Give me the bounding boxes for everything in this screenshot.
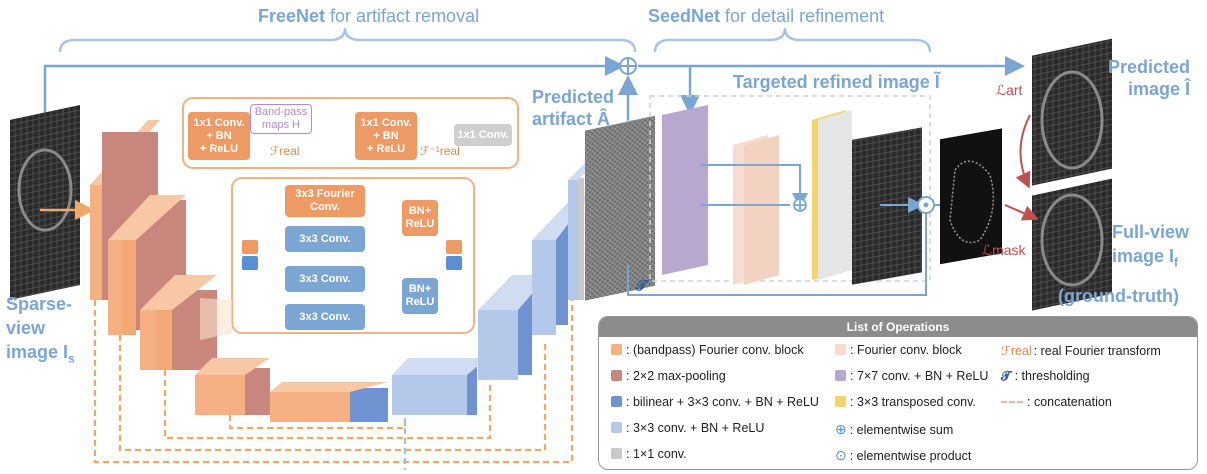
legend-sum: ⊕: elementwise sum: [835, 421, 954, 437]
predicted-artifact-label: Predicted artifact Â: [532, 87, 615, 129]
bn-relu-b: BN+ReLU: [402, 278, 438, 314]
loss-art-label: ℒart: [996, 82, 1023, 98]
sparse-view-label: Sparse- view image Is: [6, 294, 75, 366]
legend-conv7: : 7×7 conv. + BN + ReLU: [835, 369, 988, 383]
conv3x3-c: 3x3 Conv.: [285, 304, 365, 330]
conv1x1-bn-relu-2: 1x1 Conv.+ BN+ ReLU: [355, 112, 417, 160]
sum-icon: ⊕: [835, 421, 847, 437]
conv3x3-b: 3x3 Conv.: [285, 266, 365, 292]
full-view-image: [1032, 178, 1112, 311]
decoder-level-4: [392, 358, 487, 415]
predicted-image: [1032, 38, 1112, 186]
decoder-level-3: [478, 275, 548, 380]
conv1x1-3: 1x1 Conv.: [454, 124, 512, 146]
loss-mask-arrow: [1004, 204, 1039, 221]
full-view-label: Full-view image If: [1112, 222, 1190, 270]
conv3x3-a: 3x3 Conv.: [285, 226, 365, 252]
split-node: [242, 240, 258, 272]
legend-fourier-block: : Fourier conv. block: [835, 343, 962, 357]
threshold-symbol: 𝓣: [636, 277, 647, 293]
legend-conv1: : 1×1 conv.: [611, 447, 687, 461]
bn-relu-a: BN+ReLU: [402, 200, 438, 236]
encoder-level-4: [195, 358, 270, 415]
f-real-label: ℱreal: [270, 144, 300, 158]
predicted-artifact-image: [585, 115, 655, 301]
seednet-conv7-block: [662, 105, 708, 275]
predicted-image-label: Predicted image Î: [1108, 57, 1191, 99]
legend-threshold: 𝓣: thresholding: [1001, 369, 1090, 383]
dashed-arrow-icon: [1001, 401, 1023, 403]
freenet-title: FreeNet for artifact removal: [258, 6, 480, 26]
loss-art-arrow: [1015, 114, 1031, 189]
skip-connections: [93, 300, 574, 470]
loss-mask-label: ℒmask: [982, 242, 1026, 258]
legend-transposed: : 3×3 transposed conv.: [835, 395, 976, 409]
targeted-refined-label: Targeted refined image Ĩ: [733, 72, 940, 92]
seednet-frame: [649, 95, 931, 282]
legend-maxpool: : 2×2 max-pooling: [611, 369, 726, 383]
bottleneck: [270, 382, 388, 422]
legend-concat: : concatenation: [1001, 395, 1112, 409]
legend-fourier-bandpass: : (bandpass) Fourier conv. block: [611, 343, 804, 357]
seednet-brace: [653, 27, 932, 53]
targeted-refined-image: [852, 127, 922, 285]
product-icon: ⊙: [835, 447, 847, 463]
legend-bilinear: : bilinear + 3×3 conv. + BN + ReLU: [611, 395, 819, 409]
legend-product: ⊙: elementwise product: [835, 447, 972, 463]
sparse-view-image: [10, 104, 80, 300]
ground-truth-label: (ground-truth): [1058, 286, 1179, 306]
mask-image: [940, 128, 1002, 265]
conv1x1-bn-relu-1: 1x1 Conv.+ BN+ ReLU: [188, 112, 250, 160]
seednet-title: SeedNet for detail refinement: [648, 6, 885, 26]
legend-title: List of Operations: [599, 317, 1197, 337]
legend-f-real: ℱreal: real Fourier transform: [1001, 344, 1161, 358]
legend-conv3: : 3×3 conv. + BN + ReLU: [611, 421, 764, 435]
merge-node: [446, 240, 462, 272]
f-real-inv-label: ℱ⁻¹real: [420, 144, 460, 158]
operations-legend: List of Operations : (bandpass) Fourier …: [598, 316, 1198, 470]
seednet-fourier-block-2: [744, 135, 779, 285]
freenet-brace: [58, 27, 637, 53]
